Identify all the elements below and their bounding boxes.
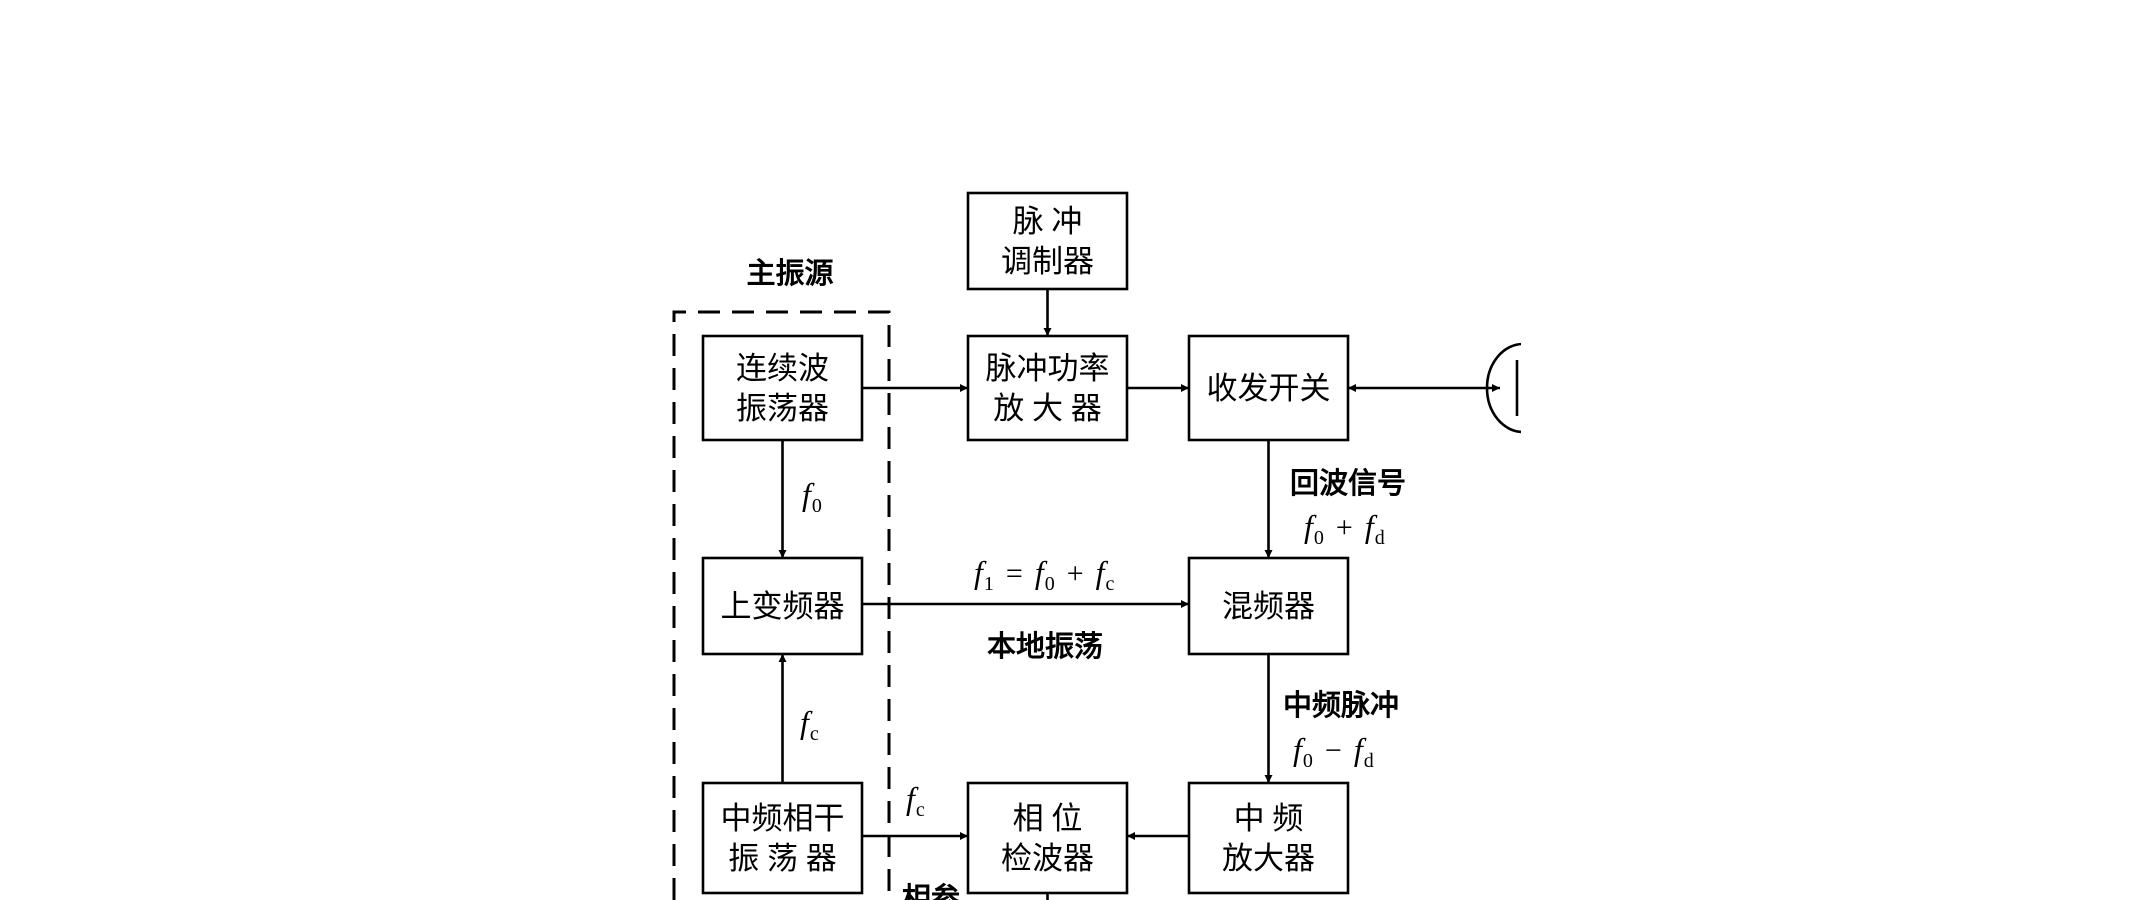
formula-subscript: 0 xyxy=(1045,573,1055,595)
if-coherent-oscillator-block: 中频相干振 荡 器 xyxy=(701,781,864,895)
formula-subscript: 1 xyxy=(984,573,994,595)
block-text-line: 调制器 xyxy=(1001,244,1094,279)
block-text-line: 中 频 xyxy=(1234,801,1304,836)
formula-operator: − xyxy=(1325,734,1342,767)
block-text-line: 连续波 xyxy=(736,351,829,386)
formula-subscript: c xyxy=(810,723,819,745)
if-pulse-label: 中频脉冲 xyxy=(1283,688,1399,722)
block-text-line: 振 荡 器 xyxy=(728,841,837,876)
if-coherent-oscillator-text: 中频相干振 荡 器 xyxy=(721,801,845,876)
if-amplifier-block: 中 频放大器 xyxy=(1187,781,1350,895)
tr-switch-text: 收发开关 xyxy=(1207,371,1331,406)
f0-label: f0 xyxy=(802,476,822,517)
block-text-line: 混频器 xyxy=(1222,589,1315,624)
if-amplifier-text: 中 频放大器 xyxy=(1222,801,1315,876)
block-text-line: 收发开关 xyxy=(1207,371,1331,406)
formula-subscript: c xyxy=(1106,573,1115,595)
mixer-block: 混频器 xyxy=(1187,556,1350,656)
echo-frequency-formula: f0+fd xyxy=(1304,508,1385,549)
block-text-line: 检波器 xyxy=(1001,841,1094,876)
master-oscillator-label: 主振源 xyxy=(746,256,833,290)
block-text-line: 脉 冲 xyxy=(1013,204,1083,239)
f1-equation: f1=f0+fc xyxy=(974,554,1115,595)
fc-label-right: fc xyxy=(906,780,925,821)
upconverter-text: 上变频器 xyxy=(721,589,845,624)
fc-label-left: fc xyxy=(800,704,819,745)
formula-operator: + xyxy=(1067,557,1084,590)
pulse-modulator-text: 脉 冲调制器 xyxy=(1001,204,1094,279)
antenna-icon xyxy=(1485,300,1581,500)
if-frequency-formula: f0−fd xyxy=(1293,731,1374,772)
formula-operator: + xyxy=(1336,511,1353,544)
local-oscillation-label: 本地振荡 xyxy=(987,629,1103,663)
pulse-modulator-block: 脉 冲调制器 xyxy=(966,191,1129,291)
phase-detector-text: 相 位检波器 xyxy=(1001,801,1094,876)
coherent-reference-label-partial: 相参 xyxy=(902,881,960,900)
formula-subscript: 0 xyxy=(812,495,822,517)
block-text-line: 相 位 xyxy=(1013,801,1083,836)
cw-oscillator-block: 连续波振荡器 xyxy=(701,334,864,442)
block-text-line: 上变频器 xyxy=(721,589,845,624)
phase-detector-block: 相 位检波器 xyxy=(966,781,1129,895)
formula-subscript: 0 xyxy=(1303,750,1313,772)
cw-oscillator-text: 连续波振荡器 xyxy=(736,351,829,426)
formula-subscript: 0 xyxy=(1314,527,1324,549)
formula-subscript: c xyxy=(916,799,925,821)
block-text-line: 振荡器 xyxy=(736,391,829,426)
formula-subscript: d xyxy=(1375,527,1385,549)
block-text-line: 放 大 器 xyxy=(993,391,1102,426)
formula-operator: = xyxy=(1006,557,1023,590)
upconverter-block: 上变频器 xyxy=(701,556,864,656)
tr-switch-block: 收发开关 xyxy=(1187,334,1350,442)
formula-subscript: d xyxy=(1364,750,1374,772)
mixer-text: 混频器 xyxy=(1222,589,1315,624)
pulse-power-amplifier-block: 脉冲功率放 大 器 xyxy=(966,334,1129,442)
pulse-power-amplifier-text: 脉冲功率放 大 器 xyxy=(986,351,1110,426)
block-text-line: 中频相干 xyxy=(721,801,845,836)
echo-signal-label: 回波信号 xyxy=(1290,466,1406,500)
block-text-line: 脉冲功率 xyxy=(986,351,1110,386)
master-oscillator-frame xyxy=(672,310,891,900)
block-text-line: 放大器 xyxy=(1222,841,1315,876)
